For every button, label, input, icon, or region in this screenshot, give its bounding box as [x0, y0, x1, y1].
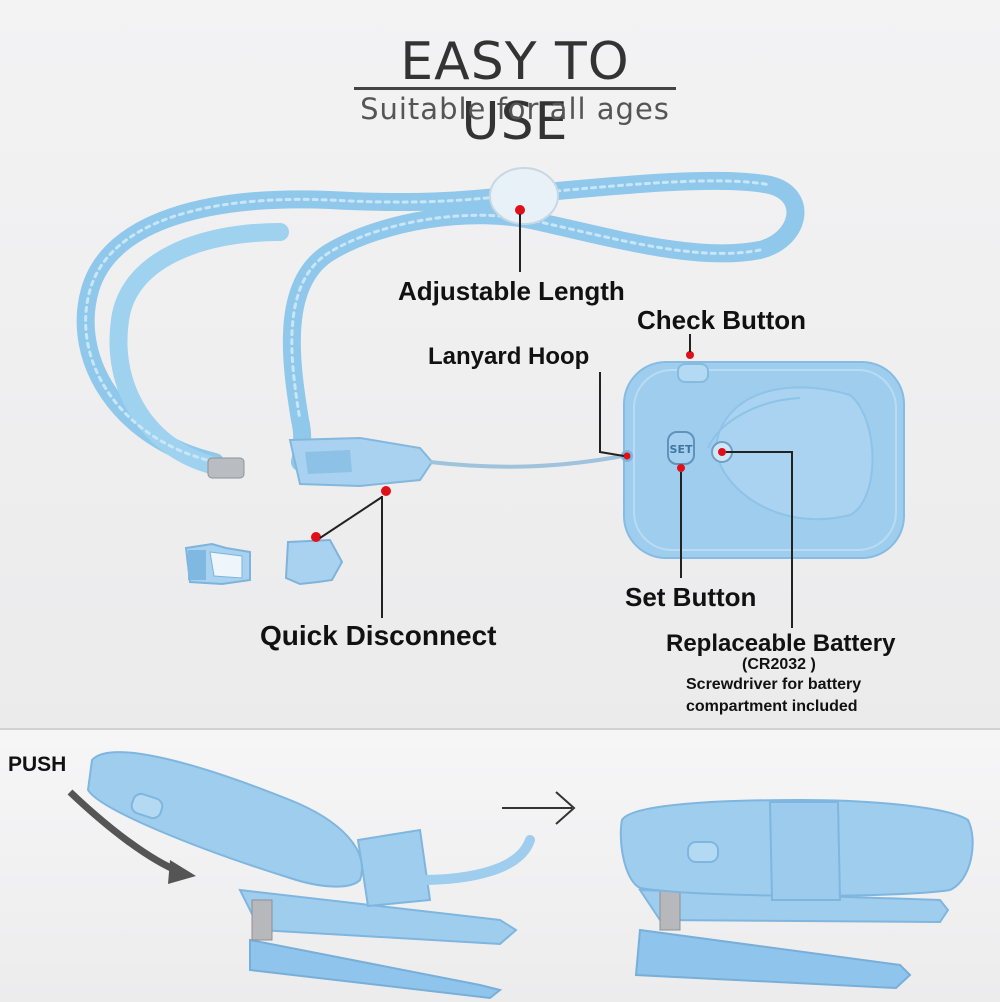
- cord-metal-tip: [207, 457, 245, 479]
- callout-check-button: Check Button: [637, 305, 806, 335]
- marker-dot-battery: [718, 448, 726, 456]
- marker-dot-check: [686, 351, 694, 359]
- marker-dot-adjust: [515, 205, 525, 215]
- page-subtitle: Suitable for all ages: [360, 92, 670, 126]
- callout-adjustable-length: Adjustable Length: [398, 276, 625, 306]
- check-button[interactable]: [677, 363, 709, 383]
- callout-quick-disconnect: Quick Disconnect: [260, 620, 497, 651]
- lanyard-string: [429, 453, 629, 469]
- page-title: EASY TO USE: [400, 32, 630, 152]
- set-key-text: SET: [670, 443, 693, 456]
- callout-replaceable-battery: Replaceable Battery: [666, 630, 896, 657]
- callout-leader-lines: [319, 214, 793, 628]
- callout-screwdriver-line1: Screwdriver for battery: [686, 676, 862, 693]
- callout-lanyard-hoop: Lanyard Hoop: [428, 343, 590, 370]
- device-illustration: SET: [76, 167, 905, 628]
- quick-disconnect-buckle: [288, 436, 434, 488]
- marker-dot-hoop: [623, 452, 631, 460]
- length-slider-bead: [489, 167, 559, 225]
- marker-dot-buckle: [381, 486, 391, 496]
- clip-open-state: [86, 751, 535, 1000]
- marker-dot-set: [677, 464, 685, 472]
- transition-arrow-icon: [502, 791, 576, 825]
- buckle-pieces: [184, 532, 344, 586]
- title-underline: [354, 87, 676, 90]
- callout-set-button: Set Button: [625, 582, 757, 612]
- callout-screwdriver-line2: compartment included: [686, 698, 858, 715]
- push-label: PUSH: [8, 753, 67, 776]
- alarm-device: SET: [621, 351, 905, 559]
- callout-battery-type: (CR2032 ): [742, 656, 816, 673]
- clip-closed-state: [619, 798, 974, 990]
